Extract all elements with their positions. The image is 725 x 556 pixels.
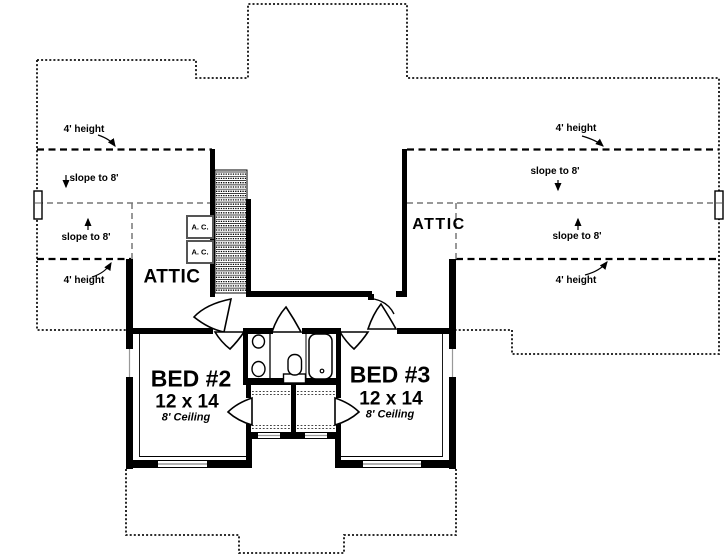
- attic-label-left: ATTIC: [143, 266, 201, 288]
- annotation-arrows: [62, 134, 608, 278]
- windows: [126, 349, 456, 467]
- wall: [246, 291, 372, 297]
- wall: [246, 385, 251, 398]
- window: [33, 190, 43, 220]
- room-name-bed2: BED #2: [150, 365, 232, 392]
- slope-dashed-lines: [37, 202, 719, 259]
- door-swing-arc: [373, 298, 395, 315]
- wall: [335, 432, 341, 468]
- wall: [396, 291, 407, 297]
- height-annotation-top-left: 4' height: [63, 124, 105, 135]
- leader-arrow: [584, 261, 608, 276]
- window: [714, 190, 724, 220]
- stair-treads: [216, 171, 246, 291]
- ac-unit-boxes: [186, 215, 214, 264]
- ac-unit-box: [186, 240, 214, 264]
- wall: [126, 328, 213, 334]
- wall: [243, 328, 248, 385]
- sink-bowl: [251, 360, 266, 378]
- slope-annotation-top-right: slope to 8': [530, 166, 580, 177]
- door-swing: [213, 331, 246, 351]
- attic-label-right: ATTIC: [412, 216, 466, 233]
- height-annotation-top-right: 4' height: [555, 123, 597, 134]
- room-dims-bed2: 12 x 14: [155, 391, 219, 413]
- leader-arrow: [97, 134, 116, 147]
- room-dims-bed3: 12 x 14: [359, 388, 423, 410]
- porch-outline: [125, 469, 457, 554]
- gable-windows: [33, 190, 724, 220]
- toilet-bowl: [287, 353, 303, 376]
- height-dashed-lines: [37, 148, 719, 261]
- wall: [246, 432, 252, 468]
- wall: [246, 432, 341, 439]
- slope-annotation-bottom-left: slope to 8': [61, 232, 111, 243]
- wall: [302, 328, 339, 334]
- wall: [291, 384, 296, 434]
- door-swing: [226, 396, 253, 427]
- door-swing: [366, 302, 398, 330]
- wall: [397, 328, 456, 334]
- wall: [336, 328, 341, 398]
- ac-unit-label: A. C.: [191, 247, 209, 257]
- leader-arrow: [581, 135, 604, 147]
- ac-unit-label: A. C.: [191, 222, 209, 232]
- tub-drain: [319, 368, 325, 374]
- leader-arrow: [91, 261, 112, 278]
- stairs: [214, 169, 248, 294]
- wall: [246, 199, 251, 296]
- sink-bowl: [251, 334, 266, 349]
- door-swing: [334, 396, 361, 427]
- door-swing: [192, 297, 233, 333]
- slope-annotation-top-left: slope to 8': [69, 173, 119, 184]
- door-hinge: [368, 294, 374, 300]
- wall: [402, 149, 407, 297]
- ac-unit-box: [186, 215, 214, 239]
- room-ceiling-bed2: 8' Ceiling: [161, 411, 211, 424]
- wall: [243, 328, 273, 334]
- room-name-bed3: BED #3: [349, 361, 431, 388]
- height-annotation-bottom-left: 4' height: [63, 275, 105, 286]
- room-ceiling-bed3: 8' Ceiling: [365, 408, 415, 421]
- closet-shelves: [252, 391, 335, 429]
- slope-annotation-bottom-right: slope to 8': [552, 231, 602, 242]
- bathtub: [308, 333, 333, 380]
- height-annotation-bottom-right: 4' height: [555, 275, 597, 286]
- door-swing: [270, 305, 303, 333]
- doors: [192, 294, 398, 427]
- wall-face-lines: [139, 334, 443, 457]
- roof-outline: [36, 3, 720, 554]
- door-swing: [338, 331, 370, 351]
- bathroom-fixtures: [251, 332, 333, 384]
